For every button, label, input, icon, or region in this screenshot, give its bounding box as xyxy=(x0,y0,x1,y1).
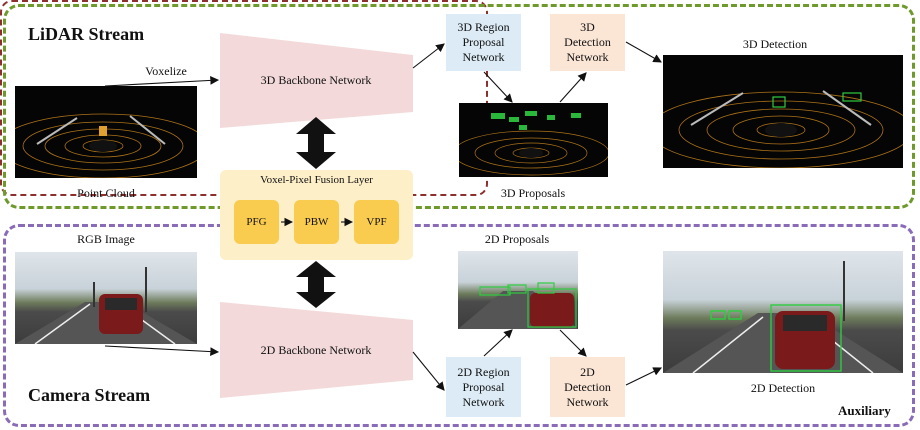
detection-network-2d-label: 2D Detection Network xyxy=(564,364,611,409)
fusion-layer: Voxel-Pixel Fusion Layer PFG PBW VPF xyxy=(220,170,413,260)
arrow-proposals-det3d xyxy=(559,72,587,103)
fusion-layer-title: Voxel-Pixel Fusion Layer xyxy=(260,174,373,186)
backbone-3d-shape xyxy=(220,33,413,128)
proposals-2d-label: 2D Proposals xyxy=(484,232,550,246)
voxelize-label: Voxelize xyxy=(145,64,187,78)
arrow-rgb-backbone2d xyxy=(104,345,220,356)
rpn-3d-label: 3D Region Proposal Network xyxy=(457,20,510,64)
vpf-module: VPF xyxy=(354,200,399,244)
arrow-proposals-det2d xyxy=(559,329,587,357)
arrow-det2d-detection xyxy=(625,367,662,386)
auxiliary-label: Auxiliary xyxy=(838,403,891,418)
rgb-image-label: RGB Image xyxy=(77,232,135,246)
arrow-rpn3d-proposals xyxy=(483,71,513,103)
pfg-module: PFG xyxy=(234,200,279,244)
backbone-2d-shape xyxy=(220,302,413,398)
point-cloud-image xyxy=(15,86,197,178)
rpn-3d-box: 3D Region Proposal Network xyxy=(446,14,521,71)
detection-2d-image xyxy=(663,251,903,373)
camera-stream-title: Camera Stream xyxy=(28,385,151,405)
fusion-arrow-bottom xyxy=(296,261,336,308)
detection-network-2d-box: 2D Detection Network xyxy=(550,357,625,417)
detection-network-3d-label: 3D Detection Network xyxy=(564,20,611,64)
arrow-det3d-detection xyxy=(625,41,662,63)
backbone-3d-label: 3D Backbone Network xyxy=(260,73,372,87)
proposals-3d-image xyxy=(459,103,608,177)
point-cloud-label: Point Cloud xyxy=(77,186,135,200)
detection-3d-label: 3D Detection xyxy=(742,37,808,51)
proposals-3d-label: 3D Proposals xyxy=(500,186,566,200)
lidar-stream-title: LiDAR Stream xyxy=(28,24,145,44)
backbone-2d-label: 2D Backbone Network xyxy=(260,343,372,357)
camera-stream-region xyxy=(3,224,915,427)
arrow-backbone3d-rpn3d xyxy=(412,43,445,69)
detection-network-3d-box: 3D Detection Network xyxy=(550,14,625,71)
rpn-2d-label: 2D Region Proposal Network xyxy=(457,364,510,409)
detection-2d-label: 2D Detection xyxy=(750,381,816,395)
proposals-2d-image xyxy=(458,251,578,329)
fusion-arrow-top xyxy=(296,117,336,169)
rgb-image xyxy=(15,252,197,344)
rpn-2d-box: 2D Region Proposal Network xyxy=(446,357,521,417)
lidar-stream-region xyxy=(3,4,915,209)
arrow-rpn2d-proposals xyxy=(483,329,513,357)
arrow-voxelize xyxy=(104,76,220,87)
arrow-backbone2d-rpn2d xyxy=(412,351,445,391)
pbw-module: PBW xyxy=(294,200,339,244)
detection-3d-image xyxy=(663,55,903,168)
